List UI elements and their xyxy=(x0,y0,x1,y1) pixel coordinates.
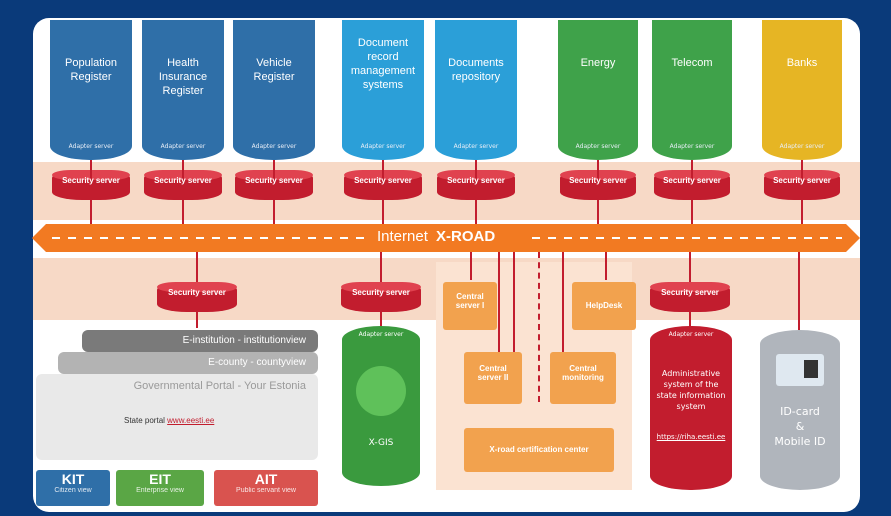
link-monitoring xyxy=(562,252,564,354)
register-label: Energy xyxy=(580,57,616,69)
adapter-server-label: Adapter server xyxy=(575,143,621,150)
kit-badge: KIT Citizen view xyxy=(36,470,110,506)
adapter-server-label: Adapter server xyxy=(160,143,206,150)
register-label: Document record management systems xyxy=(350,37,416,91)
id-card-icon xyxy=(776,354,824,386)
state-portal: State portal www.eesti.ee xyxy=(124,416,214,425)
xgis-cylinder: Adapter server X-GIS xyxy=(342,326,420,486)
register-label: Telecom xyxy=(671,57,713,69)
dashed-link xyxy=(538,252,540,402)
link-admin xyxy=(689,252,691,282)
adapter-server-label: Adapter server xyxy=(68,143,114,150)
register-label: Documents repository xyxy=(448,57,504,83)
register-label: Health Insurance Register xyxy=(158,57,208,97)
e-institution-bar: E-institution - institutionview xyxy=(82,330,318,352)
governmental-portal: Governmental Portal - Your Estonia State… xyxy=(36,374,318,460)
register-link xyxy=(801,160,803,224)
governmental-portal-label: Governmental Portal - Your Estonia xyxy=(133,380,306,392)
e-county-bar: E-county - countyview xyxy=(58,352,318,374)
register-label: Population Register xyxy=(65,57,117,83)
link-central2b xyxy=(513,252,515,354)
admin-system-link[interactable]: https://riha.eesti.ee xyxy=(656,433,726,441)
register-link xyxy=(475,160,477,224)
eit-sub: Enterprise view xyxy=(136,487,184,494)
register-label: Vehicle Register xyxy=(253,57,295,83)
register-link xyxy=(382,160,384,224)
adapter-server-label: Adapter server xyxy=(360,143,406,150)
register-link xyxy=(597,160,599,224)
link-xgis xyxy=(380,252,382,282)
central-server-2: Central server II xyxy=(464,352,522,404)
adapter-server-label: Adapter server xyxy=(669,143,715,150)
register-link xyxy=(90,160,92,224)
register-link xyxy=(182,160,184,224)
xroad-arrow xyxy=(32,224,860,252)
adapter-server-label: Adapter server xyxy=(453,143,499,150)
e-institution-label: E-institution - institutionview xyxy=(182,335,306,346)
security-server-portal: Security server xyxy=(157,282,237,312)
link-helpdesk xyxy=(605,252,607,280)
state-portal-link[interactable]: www.eesti.ee xyxy=(167,416,215,425)
ait-code: AIT xyxy=(254,471,278,487)
xroad-certification-center: X-road certification center xyxy=(464,428,614,472)
register-link xyxy=(691,160,693,224)
admin-adapter: Adapter server xyxy=(668,331,714,338)
xgis-label: X-GIS xyxy=(368,438,394,448)
register-link xyxy=(273,160,275,224)
kit-code: KIT xyxy=(61,471,85,487)
link-xgis-down xyxy=(380,312,382,326)
idcard-cylinder: ID-card & Mobile ID xyxy=(760,330,840,490)
admin-system-cylinder: Adapter server Administrative system of … xyxy=(650,326,732,490)
adapter-server-label: Adapter server xyxy=(251,143,297,150)
xgis-adapter: Adapter server xyxy=(358,331,404,338)
helpdesk: HelpDesk xyxy=(572,282,636,330)
adapter-server-label: Adapter server xyxy=(779,143,825,150)
eit-badge: EIT Enterprise view xyxy=(116,470,204,506)
xroad-label: X-ROAD xyxy=(436,228,496,245)
eit-code: EIT xyxy=(149,471,171,487)
link-idcard xyxy=(798,252,800,330)
e-county-label: E-county - countyview xyxy=(208,357,306,368)
ait-sub: Public servant view xyxy=(236,487,296,494)
link-portal-down xyxy=(196,312,198,328)
link-portal xyxy=(196,252,198,282)
central-monitoring: Central monitoring xyxy=(550,352,616,404)
globe-icon xyxy=(356,366,406,416)
security-server-xgis: Security server xyxy=(341,282,421,312)
state-portal-prefix: State portal xyxy=(124,416,165,425)
link-admin-down xyxy=(689,312,691,328)
internet-label: Internet xyxy=(377,228,428,245)
register-label: Banks xyxy=(786,57,818,69)
security-server-admin: Security server xyxy=(650,282,730,312)
ait-badge: AIT Public servant view xyxy=(214,470,318,506)
idcard-label: ID-card & Mobile ID xyxy=(774,405,826,448)
link-central2 xyxy=(498,252,500,354)
kit-sub: Citizen view xyxy=(54,487,92,494)
central-server-1: Central server I xyxy=(443,282,497,330)
link-central1 xyxy=(470,252,472,280)
xroad-title: Internet X-ROAD xyxy=(377,228,495,245)
admin-system-text: Administrative system of the state infor… xyxy=(656,369,726,411)
